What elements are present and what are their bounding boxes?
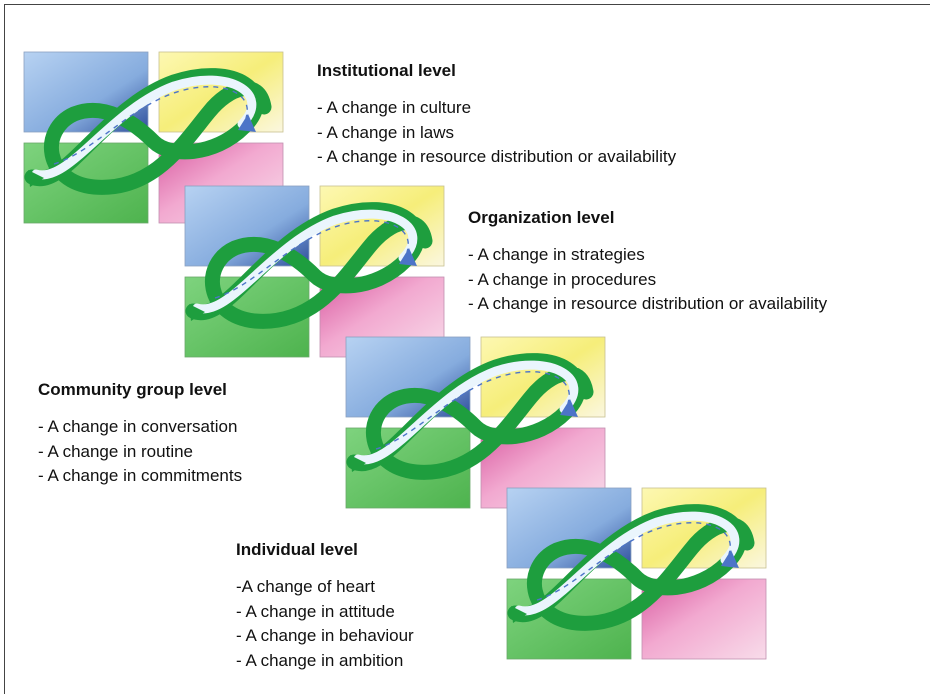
institutional-level-heading: Institutional level (317, 61, 456, 80)
organization-graphic (185, 186, 444, 357)
community-graphic (346, 337, 605, 508)
list-item: - A change in behaviour (236, 626, 414, 645)
list-item: - A change in culture (317, 98, 472, 117)
list-item: - A change in routine (38, 441, 194, 461)
list-item: - A change in commitments (38, 466, 243, 485)
organization-level-heading: Organization level (468, 208, 615, 227)
list-item: - A change in attitude (236, 601, 395, 621)
list-item: - A change in strategies (468, 245, 645, 264)
list-item: - A change in resource distribution or a… (468, 294, 828, 313)
community-group-level-block: Community group level - A change in conv… (38, 380, 242, 489)
individual-level-block: Individual level -A change of heart - A … (236, 540, 414, 673)
list-item: -A change of heart (236, 577, 375, 596)
figure-frame (4, 4, 930, 694)
list-item: - A change in conversation (38, 417, 238, 436)
institutional-level-block: Institutional level - A change in cultur… (317, 61, 676, 170)
organization-level-block: Organization level - A change in strateg… (468, 208, 827, 317)
list-item: - A change in laws (317, 122, 455, 142)
community-group-level-heading: Community group level (38, 380, 227, 399)
list-item: - A change in resource distribution or a… (317, 147, 677, 166)
individual-level-heading: Individual level (236, 540, 358, 559)
list-item: - A change in procedures (468, 269, 657, 289)
individual-graphic (507, 488, 766, 659)
list-item: - A change in ambition (236, 650, 404, 670)
